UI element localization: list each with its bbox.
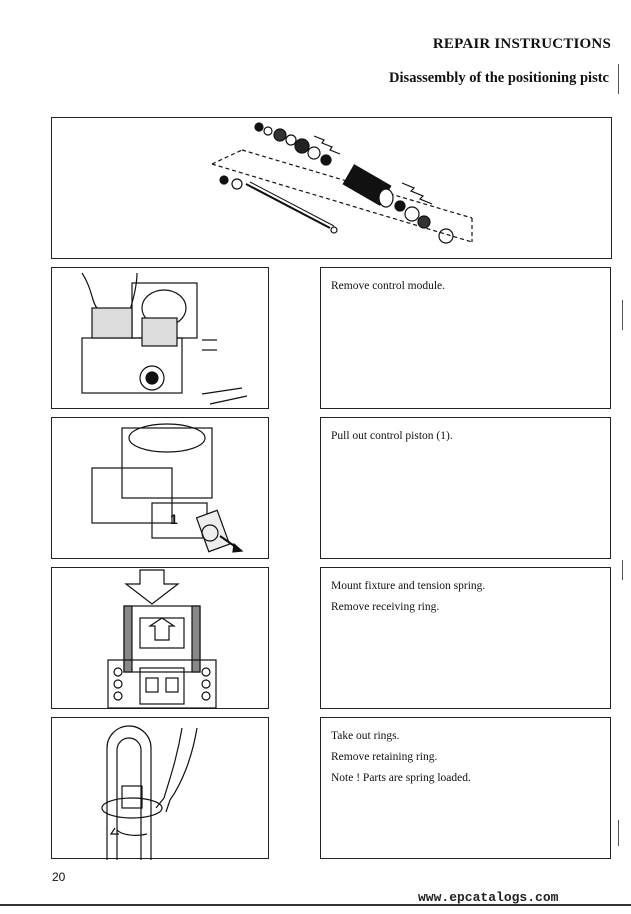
margin-mark [622, 300, 623, 330]
fixture-section-drawing [107, 569, 217, 709]
step-2-text-panel: Pull out control piston (1). [320, 417, 611, 559]
section-title: Disassembly of the positioning pistc [389, 70, 609, 86]
margin-mark [618, 64, 619, 94]
watermark: www.epcatalogs.com [418, 890, 559, 905]
step-3-line-1: Mount fixture and tension spring. [331, 580, 486, 592]
page-number: 20 [52, 870, 66, 884]
bottom-rule [0, 904, 631, 906]
page-header-title: REPAIR INSTRUCTIONS [432, 36, 611, 52]
step-4-line-1: Take out rings. [331, 730, 400, 742]
margin-mark [622, 560, 623, 580]
step-4-line-2: Remove retaining ring. [331, 751, 438, 763]
ring-removal-drawing [101, 725, 198, 860]
margin-mark [618, 820, 619, 846]
step-2-figure: 1 [51, 417, 269, 559]
step-3-line-2: Remove receiving ring. [331, 601, 440, 613]
piston-callout-label: 1 [170, 511, 178, 527]
step-1-figure [51, 267, 269, 409]
step-1-text-panel: Remove control module. [320, 267, 611, 409]
step-4-text-panel: Take out rings. Remove retaining ring. N… [320, 717, 611, 859]
exploded-view-figure [51, 117, 612, 259]
step-3-figure [51, 567, 269, 709]
exploded-view-drawing [211, 122, 473, 244]
control-piston-drawing: 1 [91, 423, 244, 553]
step-3-text-panel: Mount fixture and tension spring. Remove… [320, 567, 611, 709]
pump-housing-drawing [81, 272, 248, 405]
step-2-line-1: Pull out control piston (1). [331, 430, 453, 442]
step-4-line-3: Note ! Parts are spring loaded. [331, 772, 471, 784]
step-1-line-1: Remove control module. [331, 280, 446, 292]
step-4-figure [51, 717, 269, 860]
